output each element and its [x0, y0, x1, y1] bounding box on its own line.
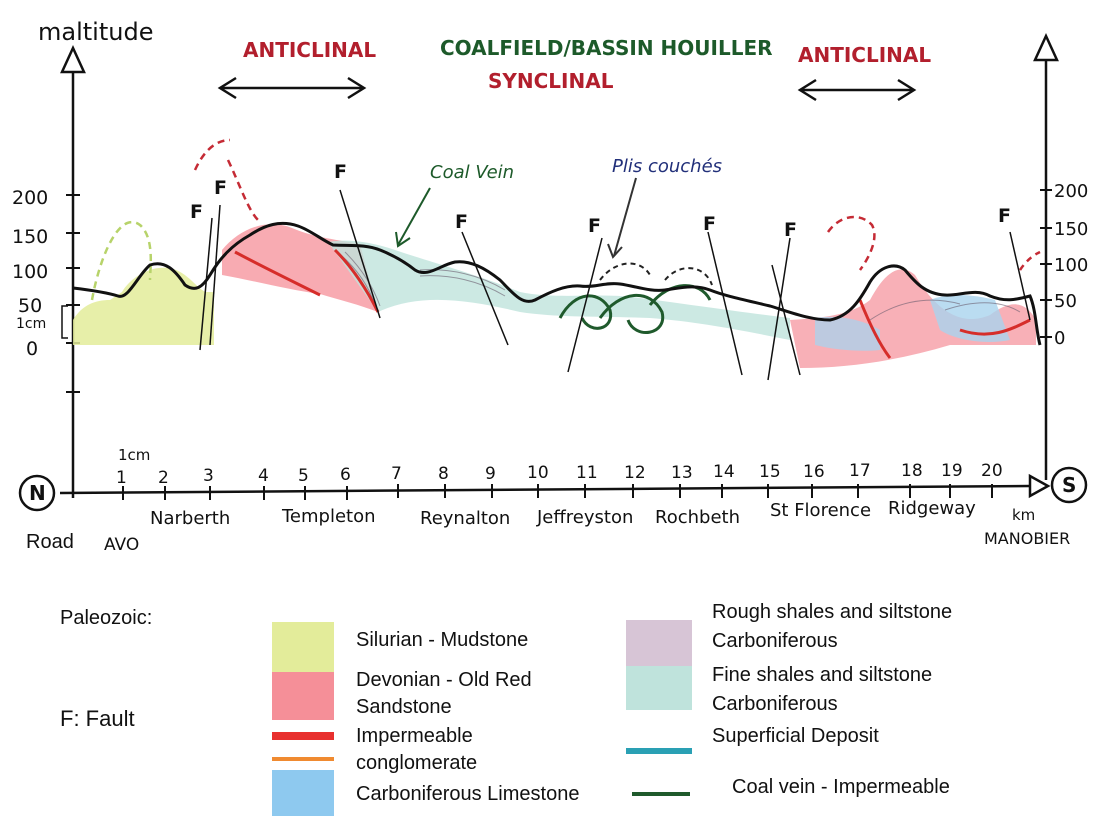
x-tick-label: 15: [759, 462, 781, 482]
eroded-end-dash: [1020, 252, 1040, 270]
x-tick-label: 9: [485, 464, 496, 484]
x-tick-label: 5: [298, 466, 309, 486]
legend-label-fine-shales: Fine shales and siltstone Carboniferous: [712, 661, 1012, 719]
x-scale-note: 1cm: [118, 446, 150, 464]
town-label: Rochbeth: [655, 507, 740, 528]
y-tick-50: 50: [18, 295, 42, 317]
coal-vein-pointer: [396, 188, 430, 246]
plis-pointer: [608, 178, 636, 257]
right-tick-150: 150: [1054, 219, 1088, 240]
y-tick-100: 100: [12, 261, 48, 283]
start-place-label: AVO: [104, 535, 139, 555]
swatch-devonian: [272, 672, 334, 720]
swatch-conglomerate: [272, 732, 334, 740]
x-tick-label: 19: [941, 461, 963, 481]
right-tick-100: 100: [1054, 255, 1088, 276]
end-place-label: MANOBIER: [984, 529, 1070, 548]
town-labels: Narberth Templeton Reynalton Jeffreyston…: [150, 498, 976, 529]
fault-label: F: [784, 219, 797, 241]
heading-coalfield: COALFIELD/BASSIN HOUILLER: [440, 36, 773, 60]
right-tick-200: 200: [1054, 181, 1088, 202]
legend-label-devonian: Devonian - Old Red Sandstone: [356, 667, 596, 721]
x-tick-label: 3: [203, 466, 214, 486]
swatch-conglomerate-orange: [272, 757, 334, 761]
town-label: Templeton: [281, 506, 376, 527]
x-tick-label: 18: [901, 461, 923, 481]
legend-heading: Paleozoic:: [60, 607, 152, 630]
x-tick-label: 4: [258, 466, 269, 486]
legend-label-rough-shales: Rough shales and siltstone Carboniferous: [712, 598, 1012, 656]
silurian-mudstone-layer: [73, 268, 214, 345]
x-tick-label: 13: [671, 463, 693, 483]
town-label: Ridgeway: [888, 498, 976, 519]
x-tick-label: 1: [116, 468, 127, 488]
legend-label-superficial: Superficial Deposit: [712, 725, 879, 748]
south-label: S: [1062, 473, 1076, 497]
swatch-silurian: [272, 622, 334, 672]
road-label: Road: [26, 531, 74, 553]
scale-bracket: [62, 306, 68, 338]
x-tick-label: 7: [391, 464, 402, 484]
swatch-limestone: [272, 770, 334, 816]
right-tick-50: 50: [1054, 291, 1077, 312]
town-label: Jeffreyston: [536, 507, 633, 528]
north-label: N: [29, 481, 46, 505]
swatch-coal-vein: [632, 792, 690, 796]
x-tick-label: 12: [624, 463, 646, 483]
y-tick-200: 200: [12, 187, 48, 209]
legend-label-conglomerate: Impermeable conglomerate: [356, 723, 536, 777]
heading-anticlinal-right: ANTICLINAL: [798, 43, 931, 67]
swatch-rough-shales: [626, 620, 692, 666]
x-tick-label: 20: [981, 461, 1003, 481]
fault-label: F: [588, 215, 601, 237]
x-tick-label: 17: [849, 461, 871, 481]
anticlinal-arrow-left: [220, 78, 364, 98]
town-label: Narberth: [150, 508, 230, 529]
eroded-ridgeway-dash: [828, 217, 874, 270]
heading-anticlinal-left: ANTICLINAL: [243, 38, 376, 62]
swatch-fine-shales: [626, 666, 692, 710]
heading-synclinal: SYNCLINAL: [488, 69, 614, 93]
eroded-fold-dash: [600, 264, 650, 280]
y-scale-note: 1cm: [16, 316, 46, 332]
fault-label: F: [334, 161, 347, 183]
x-unit: km: [1012, 506, 1035, 524]
fault-labels: F F F F F F F F: [190, 161, 1011, 241]
y-tick-0: 0: [26, 338, 38, 360]
town-label: Reynalton: [420, 508, 510, 529]
swatch-superficial: [626, 748, 692, 754]
right-tick-0: 0: [1054, 328, 1065, 349]
fault-label: F: [703, 213, 716, 235]
y-tick-150: 150: [12, 226, 48, 248]
x-tick-label: 14: [713, 462, 735, 482]
x-tick-label: 2: [158, 468, 169, 488]
town-label: St Florence: [770, 500, 871, 521]
x-tick-label: 8: [438, 464, 449, 484]
x-tick-label: 11: [576, 463, 598, 483]
anticlinal-arrow-right: [800, 80, 914, 100]
fault-label: F: [190, 201, 203, 223]
fault-key: F: Fault: [60, 706, 135, 732]
legend-label-coal-vein: Coal vein - Impermeable: [732, 776, 950, 799]
legend-label-silurian: Silurian - Mudstone: [356, 629, 528, 652]
eroded-fold-dash-2: [665, 268, 712, 285]
x-tick-labels: 1 2 3 4 5 6 7 8 9 10 11 12 13 14 15 16 1…: [116, 461, 1003, 488]
x-tick-label: 16: [803, 462, 825, 482]
legend-label-limestone: Carboniferous Limestone: [356, 783, 579, 806]
y-axis-title: maltitude: [38, 18, 153, 46]
fault-label: F: [455, 211, 468, 233]
fault-label: F: [214, 177, 227, 199]
plis-couches-label: Plis couchés: [612, 156, 722, 177]
x-tick-label: 10: [527, 463, 549, 483]
x-tick-label: 6: [340, 465, 351, 485]
y-axis-arrow-right: [1035, 36, 1057, 60]
coal-vein-label: Coal Vein: [430, 162, 514, 183]
x-axis: [60, 486, 1030, 493]
y-axis-arrow-left: [62, 48, 84, 72]
fault-label: F: [998, 205, 1011, 227]
